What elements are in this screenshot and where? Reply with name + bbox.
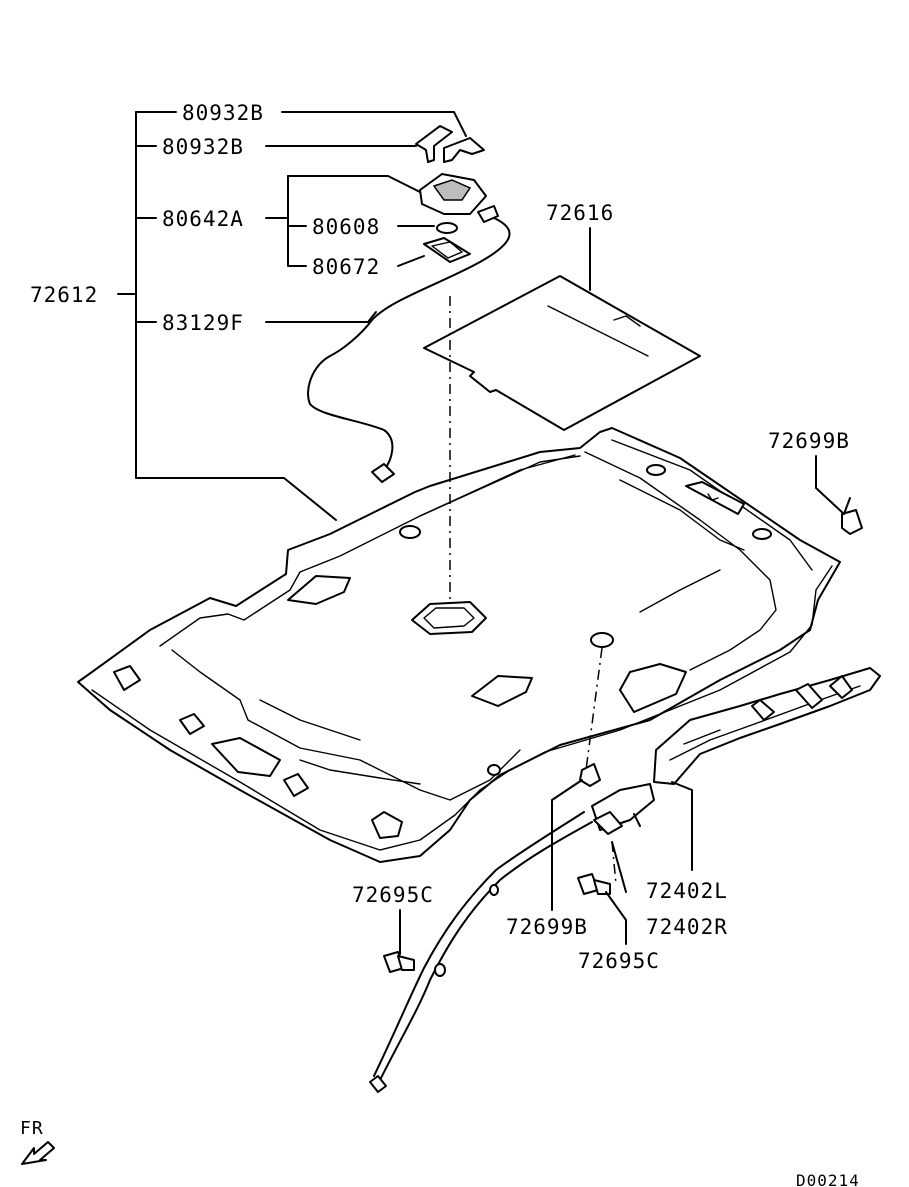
label-72402l: 72402L xyxy=(646,879,728,903)
label-72699b-rear: 72699B xyxy=(768,429,850,453)
label-80608: 80608 xyxy=(312,215,380,239)
dome-lens xyxy=(423,237,471,263)
label-72402r: 72402R xyxy=(646,915,728,939)
dome-light-assembly xyxy=(419,173,499,223)
front-label: FR xyxy=(20,1118,44,1139)
label-80932b-b: 80932B xyxy=(162,135,244,159)
clip-72699b-rear xyxy=(841,509,863,535)
front-direction-indicator: FR xyxy=(20,1118,55,1165)
wire-connector xyxy=(371,463,395,483)
label-72695c-left: 72695C xyxy=(352,883,434,907)
clips-80932b xyxy=(415,125,485,163)
label-72616: 72616 xyxy=(546,201,614,225)
clip-72699b-center xyxy=(579,763,601,787)
label-83129f: 83129F xyxy=(162,311,244,335)
arrow-icon xyxy=(21,1141,55,1165)
bolt-72695c-left xyxy=(383,951,415,973)
roof-pad xyxy=(423,275,701,431)
leader-lines xyxy=(117,111,851,955)
label-72612: 72612 xyxy=(30,283,98,307)
label-72699b-center: 72699B xyxy=(506,915,588,939)
headliner-panel xyxy=(77,427,841,863)
diagram-code: D00214 xyxy=(796,1171,860,1187)
label-80932b-a: 80932B xyxy=(182,101,264,125)
label-80672: 80672 xyxy=(312,255,380,279)
curtain-airbag xyxy=(369,667,881,1093)
bulb xyxy=(436,222,458,234)
bolt-72695c-right xyxy=(577,873,611,895)
label-80642a: 80642A xyxy=(162,207,244,231)
label-72695c-right: 72695C xyxy=(578,949,660,973)
wire-harness xyxy=(307,217,511,471)
